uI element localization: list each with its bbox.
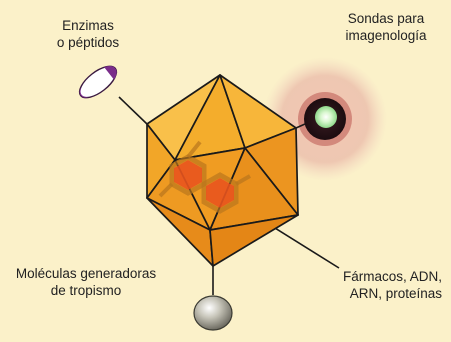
drug-bond bbox=[235, 174, 251, 186]
enzyme-capsule bbox=[78, 65, 118, 99]
label-sondas-line: Sondas para bbox=[347, 11, 425, 26]
label-sondas-line: imagenología bbox=[345, 28, 427, 43]
drug-ring-shadow bbox=[201, 172, 239, 214]
probe-connector bbox=[295, 123, 306, 129]
label-enzimas: Enzimas o péptidos bbox=[38, 17, 138, 51]
drug-ring bbox=[174, 160, 202, 190]
drug-bond bbox=[158, 182, 174, 198]
drug-ring bbox=[206, 178, 234, 208]
enzyme-capsule-end bbox=[104, 66, 117, 80]
drug-molecule bbox=[158, 140, 251, 214]
targeting-sphere bbox=[193, 295, 233, 331]
label-enzimas-line: Enzimas bbox=[62, 18, 114, 33]
targeting-molecule bbox=[193, 295, 233, 331]
label-farmacos-line: ARN, proteínas bbox=[349, 286, 442, 301]
label-sondas: Sondas para imagenología bbox=[328, 10, 444, 44]
enzyme-attachment bbox=[78, 65, 118, 99]
imaging-probe-glow bbox=[315, 106, 337, 128]
capsid-face bbox=[209, 214, 299, 267]
label-enzimas-line: o péptidos bbox=[56, 35, 120, 50]
drug-bond bbox=[186, 140, 202, 159]
label-moleculas: Moléculas generadoras de tropismo bbox=[8, 265, 164, 299]
label-moleculas-line: de tropismo bbox=[50, 283, 122, 298]
label-moleculas-line: Moléculas generadoras bbox=[15, 266, 157, 281]
enzyme-connector bbox=[118, 96, 148, 125]
label-farmacos-line: Fármacos, ADN, bbox=[342, 269, 442, 284]
label-farmacos: Fármacos, ADN, ARN, proteínas bbox=[318, 268, 442, 302]
